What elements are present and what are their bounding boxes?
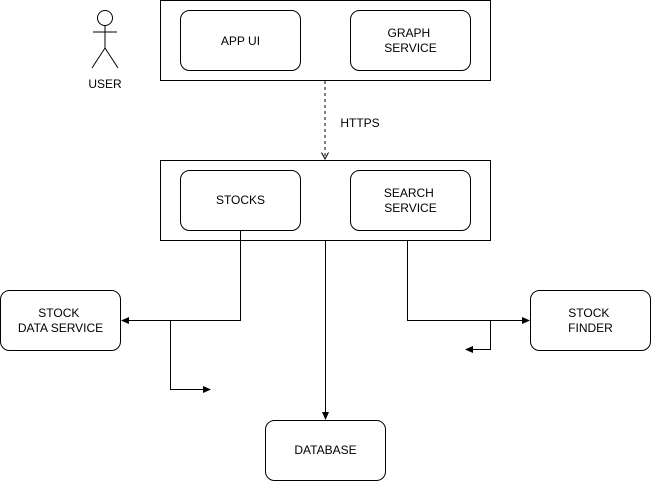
stocks-label: STOCKS: [216, 193, 265, 207]
user-actor: [91, 10, 119, 69]
app-ui-label: APP UI: [221, 34, 260, 48]
stock-finder-label: STOCK FINDER: [568, 306, 613, 335]
graph-service-label: GRAPH SERVICE: [384, 26, 436, 55]
search-service-line-2: SERVICE: [384, 201, 436, 215]
stray-connector-lower-right: [465, 320, 491, 353]
stock-finder-line-2: FINDER: [568, 321, 613, 335]
database-label: DATABASE: [294, 443, 356, 457]
app-ui-box[interactable]: [180, 10, 301, 71]
graph-service-line-2: SERVICE: [384, 41, 436, 55]
search-service-line-1: SEARCH: [384, 186, 434, 200]
stock-data-service-line-1: STOCK: [38, 306, 79, 320]
https-label: HTTPS: [340, 116, 379, 130]
stray-connector-lower-left: [170, 320, 211, 393]
stocks-box[interactable]: [180, 170, 301, 231]
search-to-stock-finder-arrow: [407, 241, 530, 324]
graph-service-box[interactable]: [350, 10, 471, 71]
user-head: [97, 10, 113, 26]
search-service-label: SEARCH SERVICE: [384, 186, 437, 215]
stock-data-service-box[interactable]: [0, 290, 121, 351]
user-label: USER: [88, 77, 122, 91]
search-service-box[interactable]: [350, 170, 471, 231]
stock-data-service-label: STOCK DATA SERVICE: [18, 306, 103, 335]
stocks-to-stock-data-service-arrow: [121, 231, 241, 324]
graph-service-line-1: GRAPH: [387, 26, 430, 40]
stock-data-service-line-2: DATA SERVICE: [18, 321, 103, 335]
stock-finder-line-1: STOCK: [568, 306, 609, 320]
